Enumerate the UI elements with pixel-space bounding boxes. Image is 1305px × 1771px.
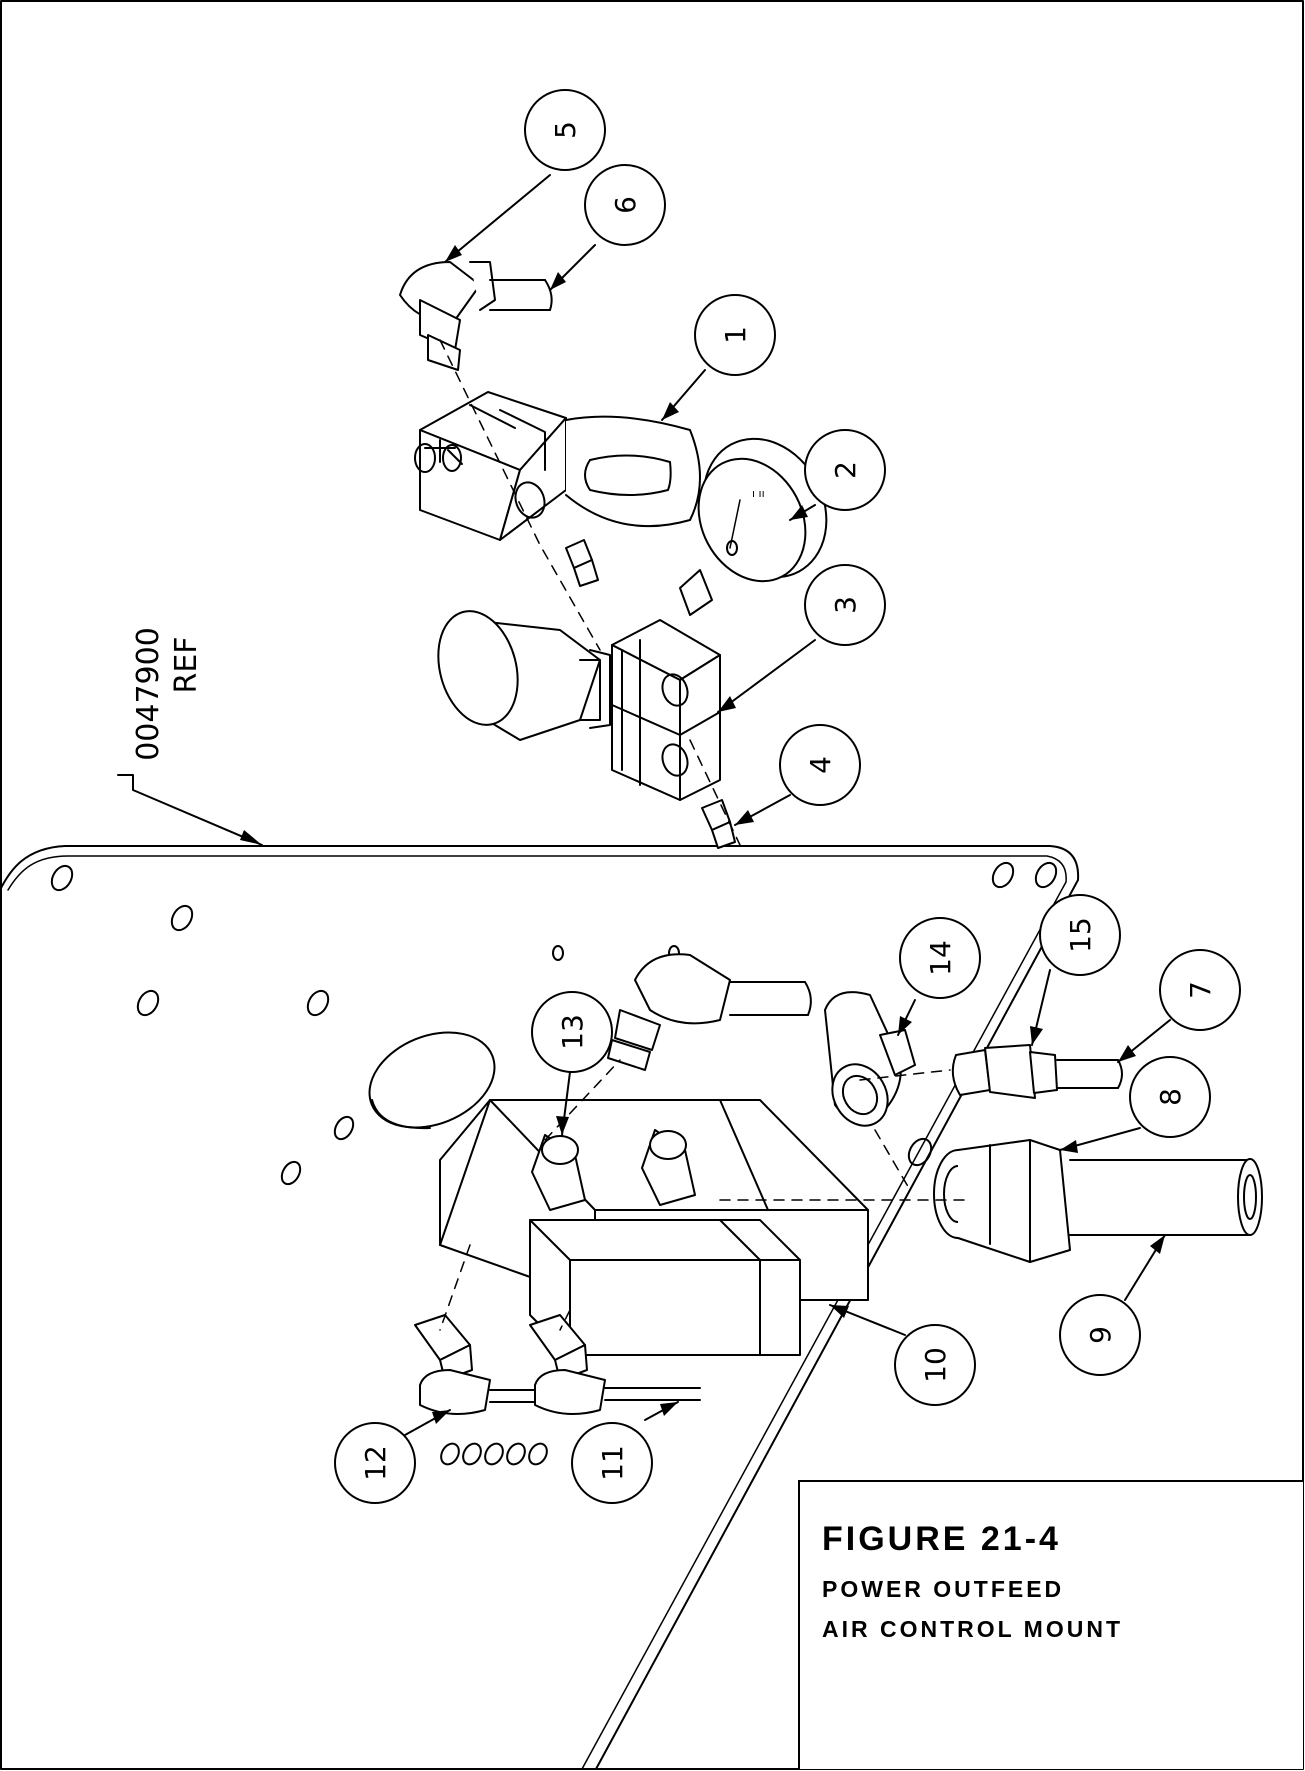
balloon-label-7: 7 <box>1184 981 1217 999</box>
balloon-label-15: 15 <box>1064 917 1097 953</box>
balloon-label-6: 6 <box>609 196 642 214</box>
figure-subtitle-1: POWER OUTFEED <box>822 1576 1065 1602</box>
ref-suffix: REF <box>169 636 204 693</box>
figure-caption-box: FIGURE 21-4 POWER OUTFEED AIR CONTROL MO… <box>798 1480 1303 1769</box>
balloon-6: 6 <box>549 164 666 291</box>
balloon-label-8: 8 <box>1154 1088 1187 1106</box>
balloon-label-11: 11 <box>596 1445 629 1481</box>
component-fitting-8 <box>933 1139 1263 1263</box>
component-fitting-15 <box>951 1044 1123 1099</box>
balloon-11: 11 <box>571 1401 679 1504</box>
component-fittings-12 <box>414 1314 701 1415</box>
reference-leader: 0047900 REF <box>117 627 263 846</box>
balloon-label-10: 10 <box>919 1347 952 1383</box>
balloon-7: 7 <box>1117 949 1241 1063</box>
balloon-1: 1 <box>661 294 776 421</box>
balloon-label-2: 2 <box>829 461 862 479</box>
balloon-12: 12 <box>334 1409 451 1504</box>
balloon-8: 8 <box>1059 1056 1211 1153</box>
balloon-15: 15 <box>1030 894 1121 1046</box>
balloon-label-9: 9 <box>1084 1326 1117 1344</box>
balloon-2: 2 <box>789 429 886 521</box>
component-valve-10 <box>439 1099 869 1356</box>
component-regulator-3 <box>437 610 721 801</box>
component-tee-14 <box>824 991 916 1127</box>
balloon-label-14: 14 <box>924 940 957 976</box>
figure-subtitle-2: AIR CONTROL MOUNT <box>822 1616 1124 1642</box>
figure-title: FIGURE 21-4 <box>822 1520 1061 1558</box>
balloon-13: 13 <box>531 991 613 1136</box>
component-filter-1 <box>414 391 701 541</box>
component-elbow-lower <box>607 953 812 1071</box>
balloon-label-1: 1 <box>719 326 752 344</box>
component-fitting-4 <box>565 539 736 849</box>
balloon-label-4: 4 <box>804 756 837 774</box>
component-elbow-5 <box>399 261 553 371</box>
balloon-14: 14 <box>897 917 981 1036</box>
balloon-label-5: 5 <box>549 121 582 139</box>
mounting-plate <box>0 845 1080 1770</box>
assembly-centerlines <box>439 339 966 1331</box>
balloon-label-13: 13 <box>556 1014 589 1050</box>
balloon-10: 10 <box>829 1304 976 1406</box>
balloon-3: 3 <box>717 564 886 713</box>
gauge-scale-mark: ı ıı <box>752 487 765 500</box>
balloon-9: 9 <box>1059 1234 1166 1376</box>
balloon-label-12: 12 <box>359 1445 392 1481</box>
component-gauge-2: ı ıı <box>679 437 828 616</box>
balloon-5: 5 <box>444 89 606 263</box>
balloon-4: 4 <box>734 724 861 826</box>
balloon-label-3: 3 <box>829 596 862 614</box>
ref-number: 0047900 <box>131 627 166 761</box>
